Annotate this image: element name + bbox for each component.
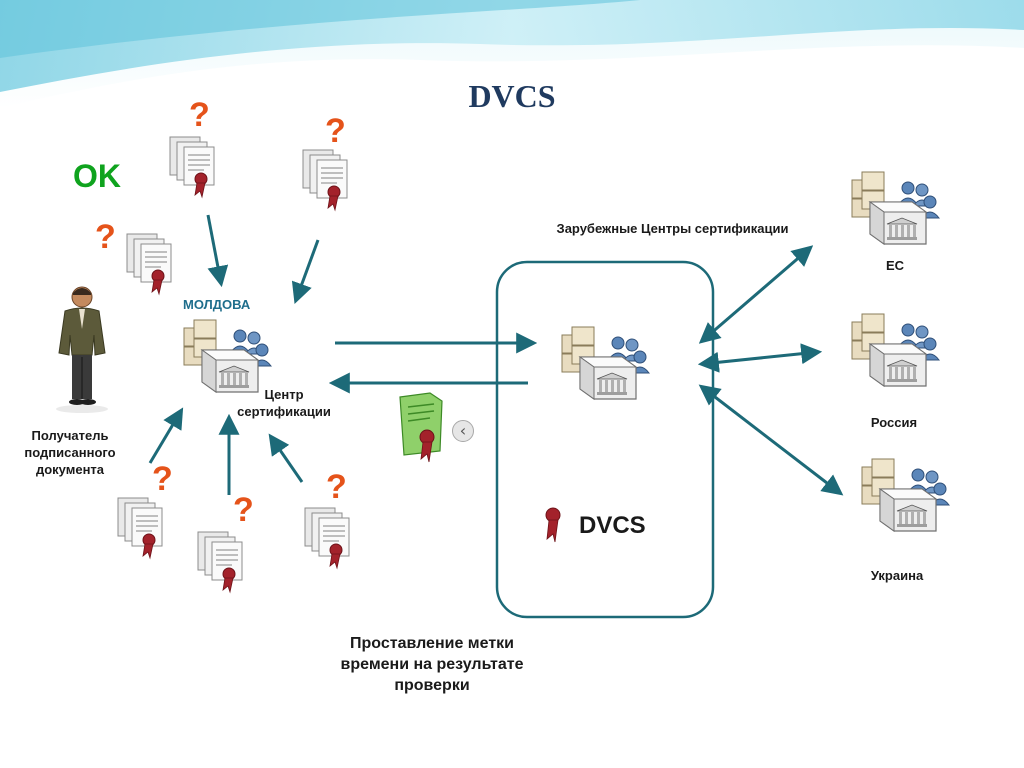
center-label-line: сертификации (237, 404, 331, 419)
server-cluster-icon (561, 326, 650, 400)
top-banner (0, 0, 1024, 108)
server-cluster-icon (861, 458, 950, 532)
chevron-left-icon[interactable]: ‹ (452, 420, 474, 442)
recipient-label-line: подписанного (24, 445, 116, 460)
question-mark: ? (326, 468, 347, 506)
dvcs-box-label: DVCS (579, 512, 646, 539)
seal-icon (545, 507, 561, 543)
arrow-icon (697, 343, 823, 373)
arrow-icon (698, 384, 844, 496)
recipient-label-line: Получатель (31, 428, 109, 443)
question-mark: ? (189, 96, 210, 134)
document-stack-icon (169, 136, 215, 198)
question-mark: ? (152, 460, 173, 498)
question-mark: ? (325, 112, 346, 150)
document-stack-icon (197, 531, 243, 593)
arrow-icon (291, 239, 320, 304)
moldova-label: МОЛДОВА (183, 297, 251, 312)
slide-title: DVCS (468, 78, 556, 114)
recipient-label: Получатель подписанного документа (8, 427, 132, 478)
question-mark: ? (233, 491, 254, 529)
arrow-icon (148, 407, 184, 464)
server-cluster-icon (851, 171, 940, 245)
center-label: Центр сертификации (228, 386, 340, 420)
center-label-line: Центр (264, 387, 304, 402)
caption-line: времени на результате (340, 656, 524, 673)
server-cluster-icon (183, 319, 272, 393)
ok-label: OK (73, 158, 121, 194)
document-stack-icon (304, 507, 350, 569)
dvcs-box (495, 260, 715, 619)
document-stack-icon (126, 233, 172, 295)
caption: Проставление метки времени на результате… (322, 633, 542, 696)
document-stack-icon (302, 149, 348, 211)
server-cluster-icon (851, 313, 940, 387)
certificate-icon (399, 392, 443, 463)
person-icon (56, 286, 108, 413)
arrows (148, 214, 844, 496)
recipient-label-line: документа (35, 462, 105, 477)
node-label-russia: Россия (870, 415, 918, 430)
node-label-ukraine: Украина (870, 568, 924, 583)
document-stack-icon (117, 497, 163, 559)
arrow-icon (698, 245, 814, 344)
foreign-centers-label: Зарубежные Центры сертификации (556, 221, 789, 236)
caption-line: Проставление метки (350, 635, 514, 652)
caption-line: проверки (394, 677, 470, 694)
node-label-es: ЕС (885, 258, 905, 273)
arrow-icon (268, 433, 304, 483)
question-mark: ? (95, 218, 116, 256)
arrow-icon (206, 214, 229, 288)
